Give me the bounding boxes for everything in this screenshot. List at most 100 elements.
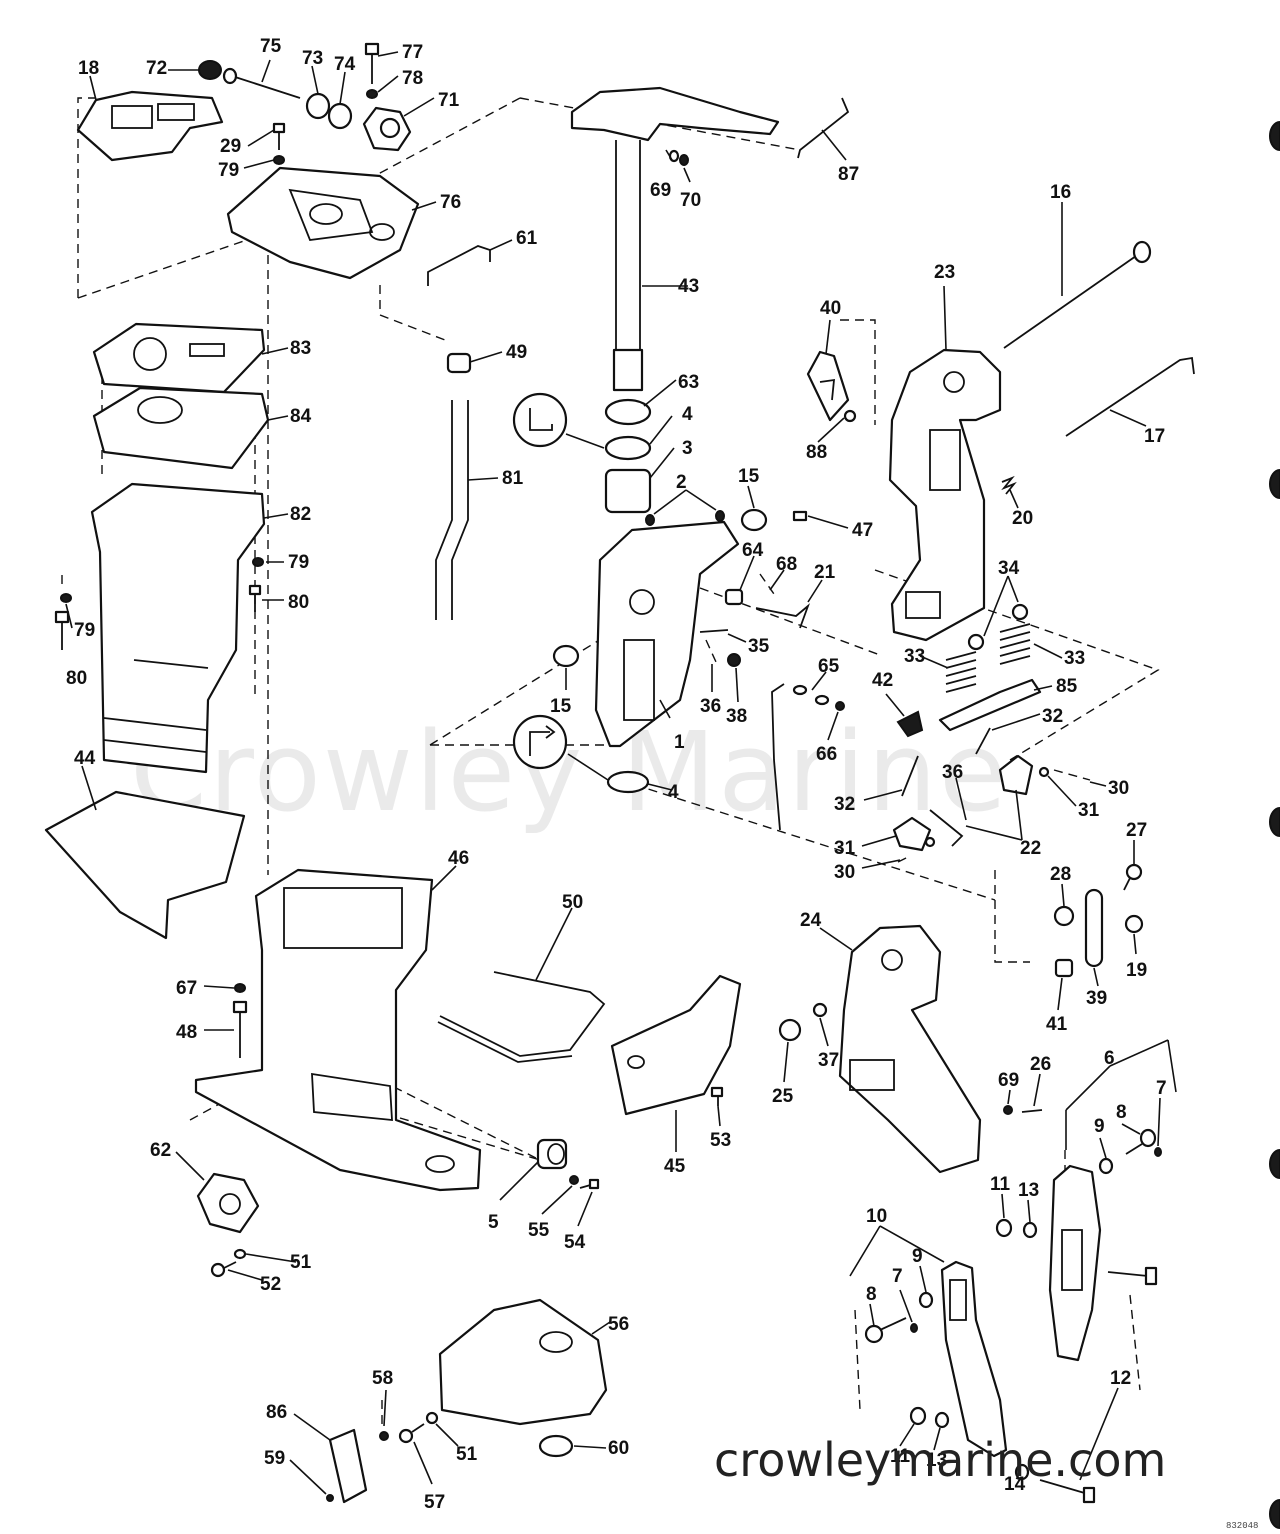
leader-lines: [65, 51, 1177, 1495]
plug-72: [198, 60, 222, 80]
washer-14: [1014, 1463, 1030, 1481]
bolt-75: [222, 67, 301, 99]
callout-31-right: 31: [1078, 800, 1100, 821]
callout-51-right: 51: [456, 1444, 478, 1465]
cap-34-left: [967, 633, 985, 651]
lever-21: [755, 603, 810, 629]
callout-60: 60: [608, 1438, 629, 1459]
washer-51-right: [425, 1411, 439, 1425]
callout-30-right: 30: [1108, 778, 1129, 799]
callout-21: 21: [814, 562, 836, 583]
callout-11-upper: 11: [990, 1174, 1011, 1195]
callout-12: 12: [1110, 1368, 1131, 1389]
callout-18: 18: [78, 58, 99, 79]
washer-78: [366, 89, 378, 99]
rotation-icon-top: [512, 392, 568, 448]
lever-22-left: [892, 809, 964, 852]
plate-84: [92, 386, 270, 470]
callout-50: 50: [562, 892, 583, 913]
rotation-icon-bottom: [512, 714, 568, 770]
latch-40: [806, 350, 850, 422]
callout-13-lower: 13: [926, 1450, 947, 1471]
callout-48: 48: [176, 1022, 197, 1043]
watermark: Crowley Marine: [130, 708, 1009, 836]
callout-33-right: 33: [1064, 648, 1085, 669]
callout-55: 55: [528, 1220, 550, 1241]
handle-61: [427, 245, 491, 286]
callout-31-left: 31: [834, 838, 856, 859]
seal-4-top: [604, 435, 652, 461]
callout-15-left: 15: [550, 696, 572, 717]
callout-71: 71: [438, 90, 460, 111]
washer-79-top: [273, 155, 285, 165]
washer-28: [1053, 905, 1075, 927]
washer-15-left: [552, 644, 580, 668]
callout-4-top: 4: [682, 404, 693, 425]
callout-30-left: 30: [834, 862, 855, 883]
nut-70: [679, 154, 689, 166]
pin-7-left: [910, 1323, 918, 1333]
washer-74: [327, 102, 353, 130]
washer-79-right: [252, 557, 264, 567]
callout-57: 57: [424, 1492, 445, 1513]
pin-68: [759, 573, 775, 595]
callout-79-top: 79: [218, 160, 239, 181]
callout-68: 68: [776, 554, 797, 575]
bracket-62: [196, 1172, 260, 1234]
nut-11-lower: [909, 1406, 927, 1426]
callout-72: 72: [146, 58, 167, 79]
callout-9-left: 9: [912, 1246, 923, 1267]
bushing-64: [724, 588, 744, 606]
screw-29: [272, 122, 286, 150]
plate-47: [792, 510, 808, 522]
callout-79-mid: 79: [288, 552, 309, 573]
screw-69-right: [1003, 1105, 1013, 1115]
pin-30-left: [897, 855, 911, 863]
nut-38: [727, 653, 741, 667]
callout-78: 78: [402, 68, 423, 89]
callout-63: 63: [678, 372, 699, 393]
callout-24: 24: [800, 910, 822, 931]
cover-44: [44, 790, 246, 940]
callout-44: 44: [74, 748, 96, 769]
callout-38: 38: [726, 706, 747, 727]
fastener-42: [896, 710, 924, 738]
callout-45: 45: [664, 1156, 686, 1177]
spring-33-left: [945, 651, 977, 693]
washer-37: [812, 1002, 828, 1018]
clamp-bracket-23: [888, 348, 1002, 642]
plate-86: [328, 1428, 368, 1504]
callout-83: 83: [290, 338, 311, 359]
tube-81: [435, 400, 469, 620]
callout-27: 27: [1126, 820, 1147, 841]
callout-53: 53: [710, 1130, 731, 1151]
screw-26: [1021, 1109, 1043, 1113]
callout-66: 66: [816, 744, 837, 765]
callout-76: 76: [440, 192, 461, 213]
callout-16: 16: [1050, 182, 1071, 203]
bolt-41: [1054, 958, 1074, 978]
fittings-2: [645, 510, 725, 526]
callout-64: 64: [742, 540, 764, 561]
callout-11-lower: 11: [890, 1446, 911, 1467]
callout-43: 43: [678, 276, 699, 297]
screw-57: [398, 1423, 425, 1444]
callout-87: 87: [838, 164, 859, 185]
callout-46: 46: [448, 848, 469, 869]
cable-65: [771, 683, 830, 831]
callout-26: 26: [1030, 1054, 1051, 1075]
swivel-bracket-1: [594, 520, 740, 748]
washer-63: [604, 398, 652, 426]
callout-labels: 1 2 3 4 4 5 6 7 7 8 8 9 9 10 11 11 12 13…: [66, 36, 1167, 1513]
callout-35: 35: [748, 636, 770, 657]
spring-20: [1001, 475, 1017, 495]
seal-4-bottom: [606, 770, 650, 794]
bolt-8-left: [864, 1317, 907, 1344]
callout-69-right: 69: [998, 1070, 1019, 1091]
grommet-49: [446, 352, 472, 374]
callout-79-left: 79: [74, 620, 95, 641]
washer-51-lower: [233, 1248, 247, 1260]
callout-33-left: 33: [904, 646, 925, 667]
bolt-80-right: [248, 584, 262, 612]
callout-47: 47: [852, 520, 873, 541]
